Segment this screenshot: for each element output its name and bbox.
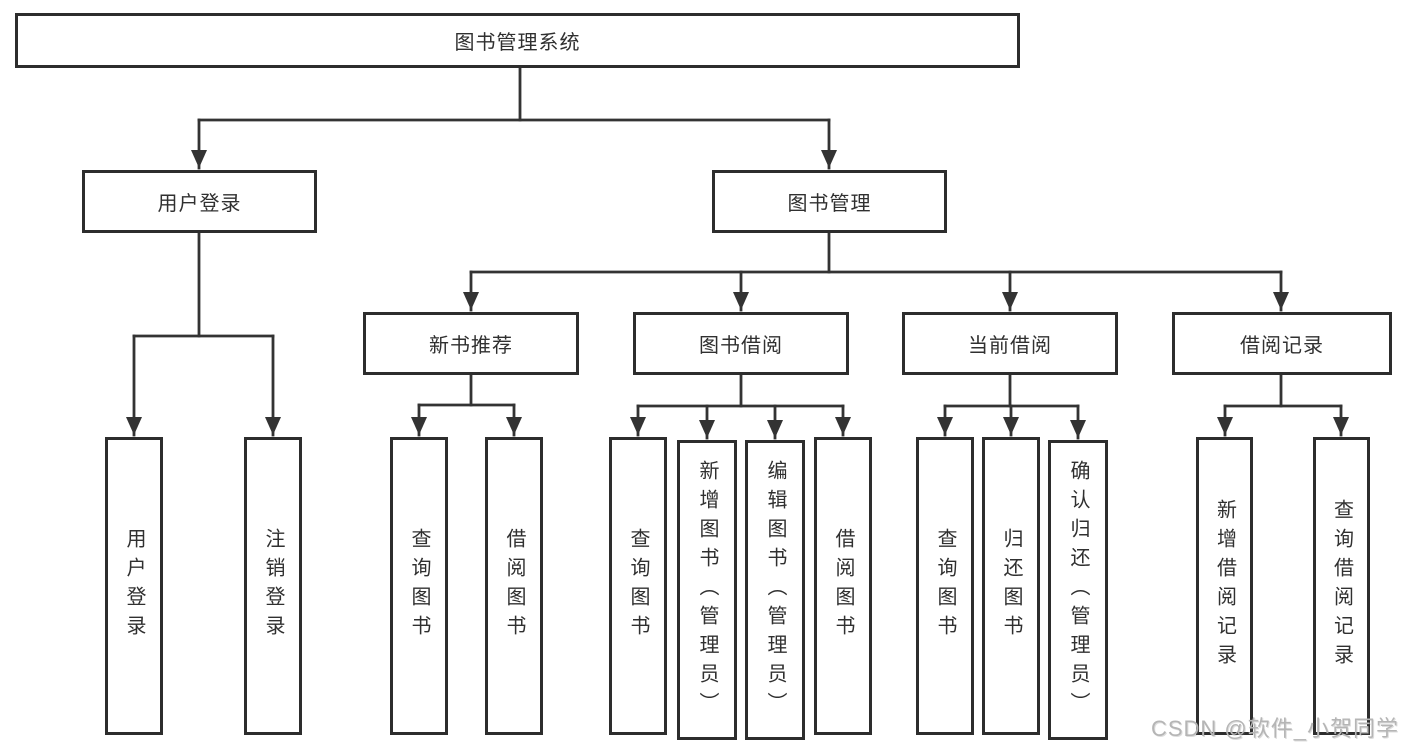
leaf-query-books-borrowing: 查询图书 xyxy=(609,437,667,735)
node-user-login: 用户登录 xyxy=(82,170,317,233)
node-book-management: 图书管理 xyxy=(712,170,947,233)
leaf-logout: 注销登录 xyxy=(244,437,302,735)
leaf-query-books-current: 查询图书 xyxy=(916,437,974,735)
leaf-query-books-recommend: 查询图书 xyxy=(390,437,448,735)
leaf-confirm-return-admin: 确认归还（管理员） xyxy=(1048,440,1108,740)
node-new-book-recommend: 新书推荐 xyxy=(363,312,579,375)
leaf-user-login: 用户登录 xyxy=(105,437,163,735)
leaf-borrow-book: 借阅图书 xyxy=(814,437,872,735)
leaf-add-borrow-record: 新增借阅记录 xyxy=(1196,437,1253,735)
leaf-borrow-book-recommend: 借阅图书 xyxy=(485,437,543,735)
leaf-edit-book-admin: 编辑图书（管理员） xyxy=(745,440,805,740)
node-borrowing-records: 借阅记录 xyxy=(1172,312,1392,375)
watermark-text: CSDN @软件_小贺同学 xyxy=(1150,716,1399,741)
node-root-library-system: 图书管理系统 xyxy=(15,13,1020,68)
leaf-add-book-admin: 新增图书（管理员） xyxy=(677,440,737,740)
node-current-borrowing: 当前借阅 xyxy=(902,312,1118,375)
node-book-borrowing: 图书借阅 xyxy=(633,312,849,375)
leaf-return-book: 归还图书 xyxy=(982,437,1040,735)
leaf-query-borrow-record: 查询借阅记录 xyxy=(1313,437,1370,735)
